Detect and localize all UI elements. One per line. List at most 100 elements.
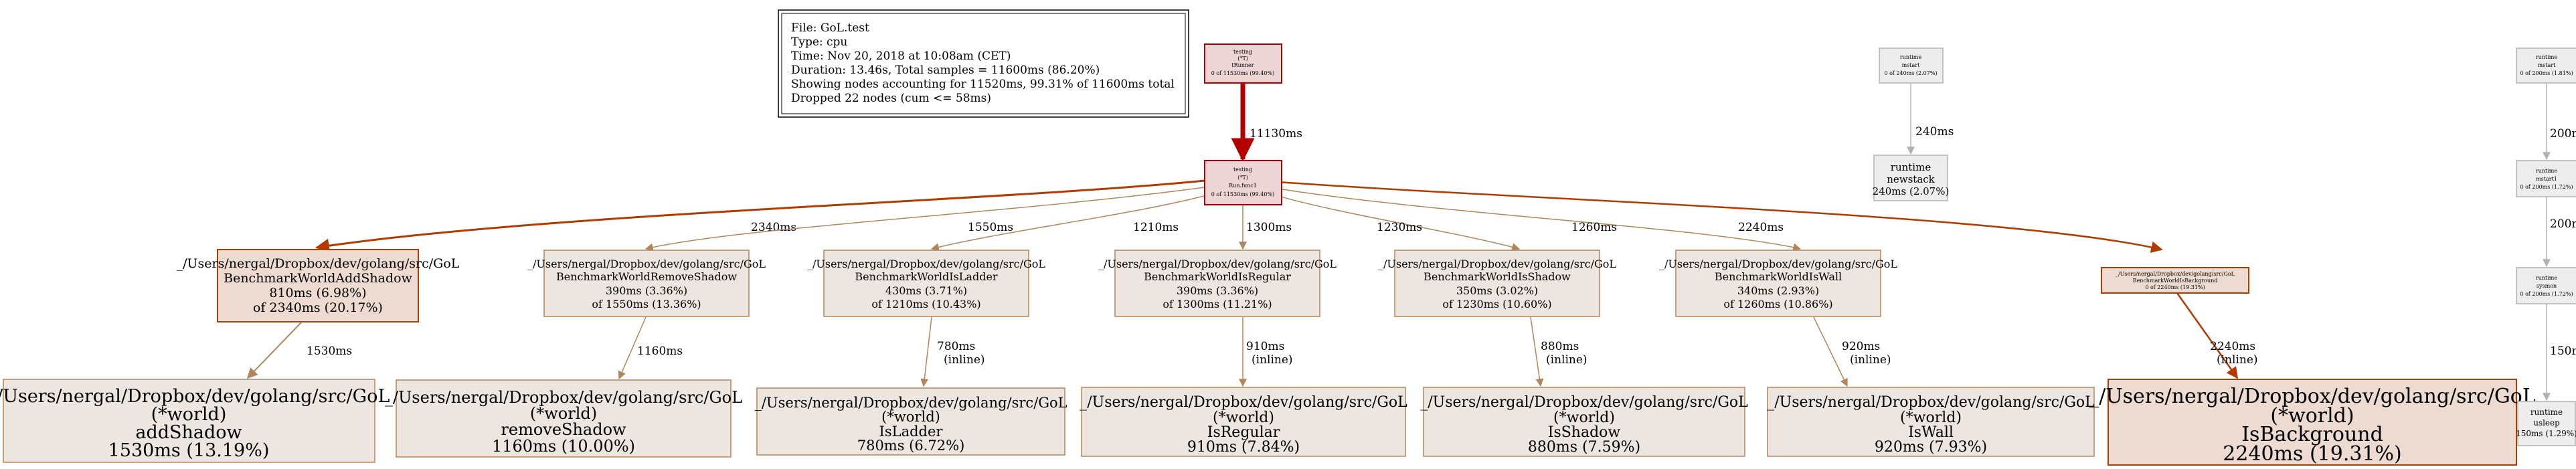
nodes: testing (*T) tRunner 0 of 11530ms (99.40… [0, 43, 2576, 466]
node-runtime-mstart1[interactable]: runtime mstart1 0 of 200ms (1.72%) [2516, 160, 2576, 197]
node-label: 1530ms (13.19%) [108, 440, 270, 461]
node-label: IsRegular [1207, 424, 1280, 441]
edge-func1-to-is-wall[interactable] [1278, 188, 1802, 252]
edge-label: (inline) [944, 353, 985, 367]
node-label: 340ms (2.93%) [1737, 284, 1819, 297]
edge-func1-to-remove-shadow[interactable] [645, 187, 1205, 252]
node-runtime-mstart[interactable]: runtime mstart 0 of 240ms (2.07%) [1879, 48, 1944, 84]
node-label: BenchmarkWorldRemoveShadow [556, 270, 737, 283]
node-benchmark-is-shadow[interactable]: _/Users/nergal/Dropbox/dev/golang/src/Go… [1378, 250, 1616, 317]
legend-line: Dropped 22 nodes (cum <= 58ms) [791, 92, 991, 105]
node-label: 1160ms (10.00%) [492, 437, 635, 456]
node-world-is-ladder[interactable]: _/Users/nergal/Dropbox/dev/golang/src/Go… [754, 387, 1067, 456]
node-world-is-background[interactable]: _/Users/nergal/Dropbox/dev/golang/src/Go… [2089, 379, 2536, 466]
node-testing-run-func1[interactable]: testing (*T) Run.func1 0 of 11530ms (99.… [1204, 160, 1282, 205]
node-label: _/Users/nergal/Dropbox/dev/golang/src/Go… [1767, 394, 2095, 411]
node-label: addShadow [135, 422, 242, 443]
edge-func1-to-is-ladder[interactable] [930, 193, 1212, 252]
node-label: _/Users/nergal/Dropbox/dev/golang/src/Go… [385, 388, 742, 407]
node-label: 0 of 200ms (1.81%) [2520, 70, 2573, 76]
node-label: (*world) [1213, 409, 1274, 426]
node-label: of 1550ms (13.36%) [592, 298, 701, 310]
node-label: 150ms (1.29%) [2516, 429, 2576, 438]
node-label: (*T) [1237, 56, 1248, 62]
node-runtime-mstart-right[interactable]: runtime mstart 0 of 200ms (1.81%) [2516, 48, 2576, 84]
node-runtime-sysmon[interactable]: runtime sysmon 0 of 200ms (1.72%) [2516, 267, 2576, 304]
node-world-add-shadow[interactable]: _/Users/nergal/Dropbox/dev/golang/src/Go… [0, 379, 390, 463]
node-benchmark-remove-shadow[interactable]: _/Users/nergal/Dropbox/dev/golang/src/Go… [527, 250, 766, 317]
node-label: runtime [1891, 161, 1931, 173]
node-label: mstart [1902, 62, 1921, 68]
node-benchmark-is-wall[interactable]: _/Users/nergal/Dropbox/dev/golang/src/Go… [1659, 250, 1897, 317]
node-label: BenchmarkWorldIsBackground [2133, 278, 2218, 284]
node-runtime-newstack[interactable]: runtime newstack 240ms (2.07%) [1873, 155, 1950, 201]
node-label: runtime [2536, 275, 2557, 281]
node-world-is-shadow[interactable]: _/Users/nergal/Dropbox/dev/golang/src/Go… [1420, 387, 1748, 457]
edge-label: 2340ms [751, 221, 796, 234]
node-label: IsShadow [1548, 424, 1621, 441]
node-label: _/Users/nergal/Dropbox/dev/golang/src/Go… [1420, 394, 1748, 411]
node-label: _/Users/nergal/Dropbox/dev/golang/src/Go… [0, 386, 390, 407]
edge-label: 2240ms [1738, 221, 1784, 234]
node-label: _/Users/nergal/Dropbox/dev/golang/src/Go… [527, 258, 766, 270]
edge-remove-shadow-to-world[interactable] [618, 316, 647, 380]
node-label: of 1260ms (10.86%) [1723, 298, 1832, 310]
edge-func1-to-is-background[interactable] [1278, 181, 2163, 253]
edge-is-ladder-to-world[interactable] [920, 316, 932, 387]
edge-add-shadow-to-world[interactable] [246, 322, 302, 379]
node-label: 390ms (3.36%) [1177, 284, 1258, 297]
node-label: 390ms (3.36%) [606, 284, 687, 297]
node-label: 880ms (7.59%) [1528, 439, 1640, 456]
node-world-remove-shadow[interactable]: _/Users/nergal/Dropbox/dev/golang/src/Go… [385, 379, 742, 458]
node-label: 910ms (7.84%) [1187, 439, 1300, 456]
legend-line: Type: cpu [791, 35, 847, 49]
node-label: newstack [1887, 173, 1935, 185]
node-world-is-regular[interactable]: _/Users/nergal/Dropbox/dev/golang/src/Go… [1080, 387, 1407, 457]
node-label: 810ms (6.98%) [269, 286, 366, 300]
node-label: removeShadow [501, 420, 626, 439]
edge-label: 11130ms [1250, 127, 1302, 140]
edge-label: 240ms [1915, 125, 1954, 138]
node-label: _/Users/nergal/Dropbox/dev/golang/src/Go… [807, 258, 1045, 270]
node-benchmark-is-regular[interactable]: _/Users/nergal/Dropbox/dev/golang/src/Go… [1098, 250, 1337, 317]
node-benchmark-is-background[interactable]: _/Users/nergal/Dropbox/dev/golang/src/Go… [2101, 267, 2249, 294]
node-label: (*world) [881, 409, 940, 425]
edge-label: 1530ms [307, 345, 352, 358]
node-label: testing [1233, 49, 1252, 55]
node-runtime-usleep[interactable]: runtime usleep 150ms (1.29%) [2516, 401, 2576, 446]
edge-func1-to-add-shadow[interactable] [315, 179, 1205, 253]
node-label: 0 of 200ms (1.72%) [2520, 291, 2573, 297]
edge-is-shadow-to-world[interactable] [1530, 316, 1544, 387]
node-label: tRunner [1231, 62, 1254, 68]
edge-label: 1210ms [1133, 221, 1179, 234]
node-label: sysmon [2537, 283, 2557, 289]
node-label: usleep [2533, 418, 2560, 428]
node-label: runtime [2536, 54, 2557, 60]
edge-func1-to-is-shadow[interactable] [1271, 193, 1521, 251]
node-benchmark-is-ladder[interactable]: _/Users/nergal/Dropbox/dev/golang/src/Go… [807, 250, 1045, 317]
node-label: _/Users/nergal/Dropbox/dev/golang/src/Go… [1378, 258, 1616, 270]
node-label: 920ms (7.93%) [1875, 439, 1987, 456]
legend-inner-border [781, 13, 1186, 114]
edge-is-wall-to-world[interactable] [1813, 316, 1848, 387]
node-label: _/Users/nergal/Dropbox/dev/golang/src/Go… [177, 256, 460, 271]
edge-label: 910ms [1246, 340, 1284, 353]
edge-is-background-to-world[interactable] [2176, 292, 2239, 379]
node-label: 0 of 240ms (2.07%) [1884, 70, 1937, 76]
node-label: _/Users/nergal/Dropbox/dev/golang/src/Go… [2089, 385, 2536, 408]
node-label: of 1230ms (10.60%) [1442, 298, 1551, 310]
node-label: of 1210ms (10.43%) [871, 298, 980, 310]
node-world-is-wall[interactable]: _/Users/nergal/Dropbox/dev/golang/src/Go… [1767, 387, 2095, 457]
node-label: (*world) [2270, 404, 2354, 428]
node-testing-trunner[interactable]: testing (*T) tRunner 0 of 11530ms (99.40… [1204, 43, 1282, 84]
node-benchmark-add-shadow[interactable]: _/Users/nergal/Dropbox/dev/golang/src/Go… [177, 249, 460, 322]
legend: File: GoL.test Type: cpu Time: Nov 20, 2… [778, 9, 1189, 118]
node-label: IsLadder [879, 424, 944, 440]
node-label: _/Users/nergal/Dropbox/dev/golang/src/Go… [1098, 258, 1337, 270]
node-label: 0 of 2240ms (19.31%) [2145, 284, 2205, 290]
edge-label: 200ms [2550, 127, 2576, 140]
node-label: (*world) [1553, 409, 1615, 426]
node-label: 350ms (3.02%) [1456, 284, 1538, 297]
node-label: BenchmarkWorldIsShadow [1424, 270, 1571, 283]
